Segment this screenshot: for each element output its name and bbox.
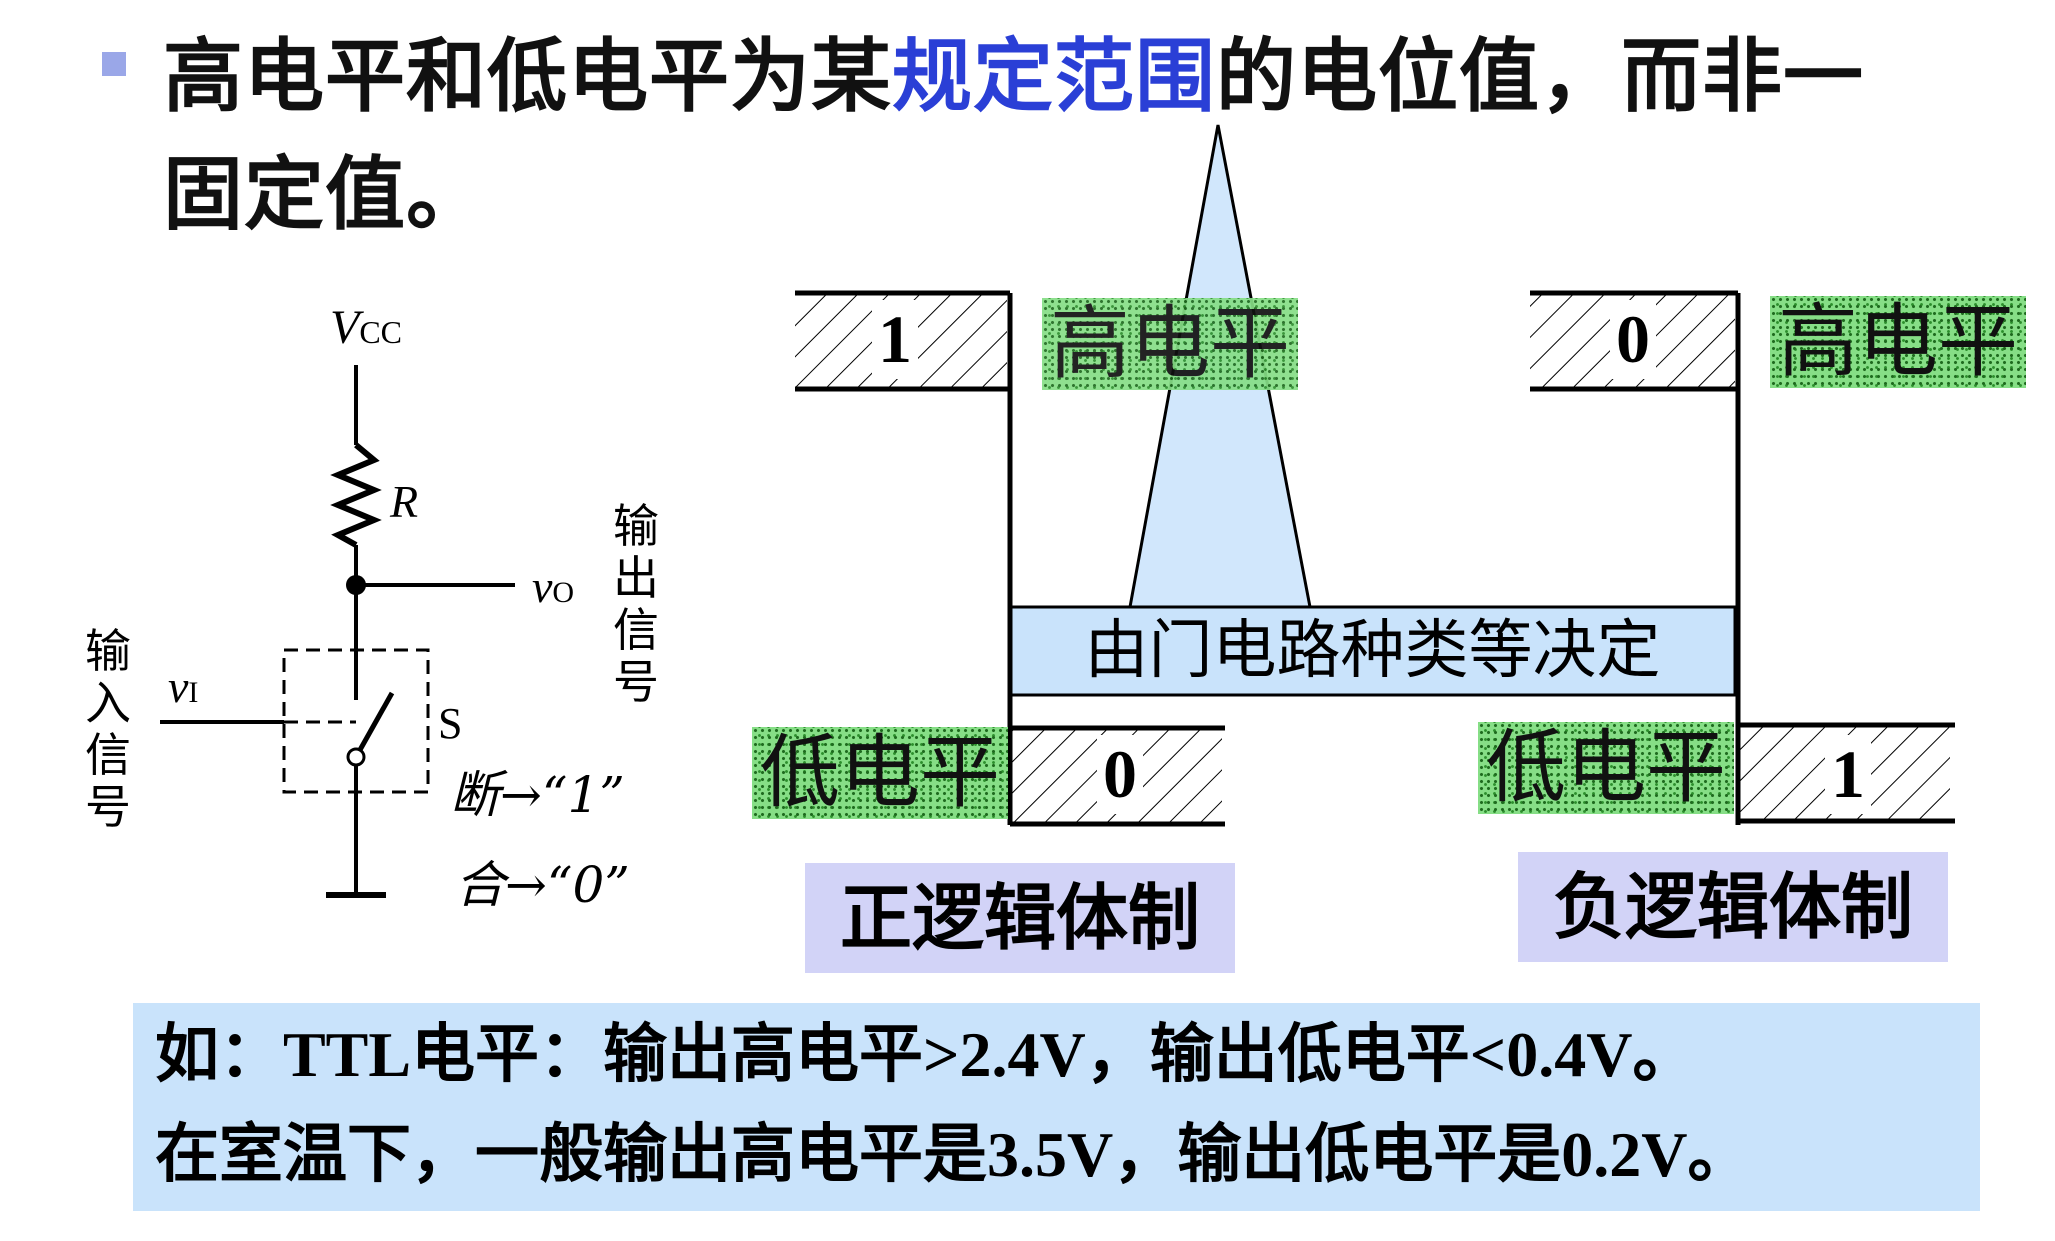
headline: 高电平和低电平为某规定范围的电位值，而非一 固定值。 (105, 18, 2005, 254)
headline-part2: 的电位值，而非一 (1216, 30, 1864, 123)
headline-line2: 固定值。 (163, 148, 487, 241)
positive-low-label: 低电平 (752, 727, 1008, 819)
negative-logic-caption: 负逻辑体制 (1518, 852, 1948, 962)
example-box: 如：TTL电平：输出高电平>2.4V，输出低电平<0.4V。 在室温下，一般输出… (133, 1003, 1980, 1211)
vi-label: vI (168, 661, 199, 712)
negative-low-label: 低电平 (1478, 722, 1734, 814)
vo-label: vO (532, 561, 575, 612)
negative-top-value: 0 (1610, 300, 1656, 379)
handwritten-note-closed: 合→“0” (455, 856, 630, 914)
example-line-1: 如：TTL电平：输出高电平>2.4V，输出低电平<0.4V。 (155, 1019, 1697, 1090)
middle-band-label: 由门电路种类等决定 (1084, 614, 1661, 688)
vcc-label: VCC (330, 301, 403, 354)
headline-part1: 高电平和低电平为某 (163, 30, 892, 123)
positive-top-value: 1 (872, 300, 918, 379)
negative-high-label: 高电平 (1770, 296, 2026, 388)
positive-logic-caption: 正逻辑体制 (805, 863, 1235, 973)
positive-bottom-value: 0 (1097, 735, 1143, 814)
example-line-2: 在室温下，一般输出高电平是3.5V，输出低电平是0.2V。 (155, 1119, 1752, 1190)
resistor-symbol (330, 442, 382, 548)
bullet-icon (102, 52, 126, 76)
negative-bottom-value: 1 (1825, 735, 1871, 814)
r-label: R (390, 476, 419, 527)
headline-highlight: 规定范围 (892, 30, 1216, 123)
positive-high-label: 高电平 (1042, 298, 1298, 390)
handwritten-note-open: 断→“1” (450, 766, 625, 824)
middle-band (1008, 605, 1737, 697)
s-label: S (438, 699, 463, 748)
switch-blade (353, 691, 395, 759)
output-signal-label: 输 出 信 号 (613, 499, 659, 709)
input-signal-label: 输 入 信 号 (85, 624, 131, 834)
